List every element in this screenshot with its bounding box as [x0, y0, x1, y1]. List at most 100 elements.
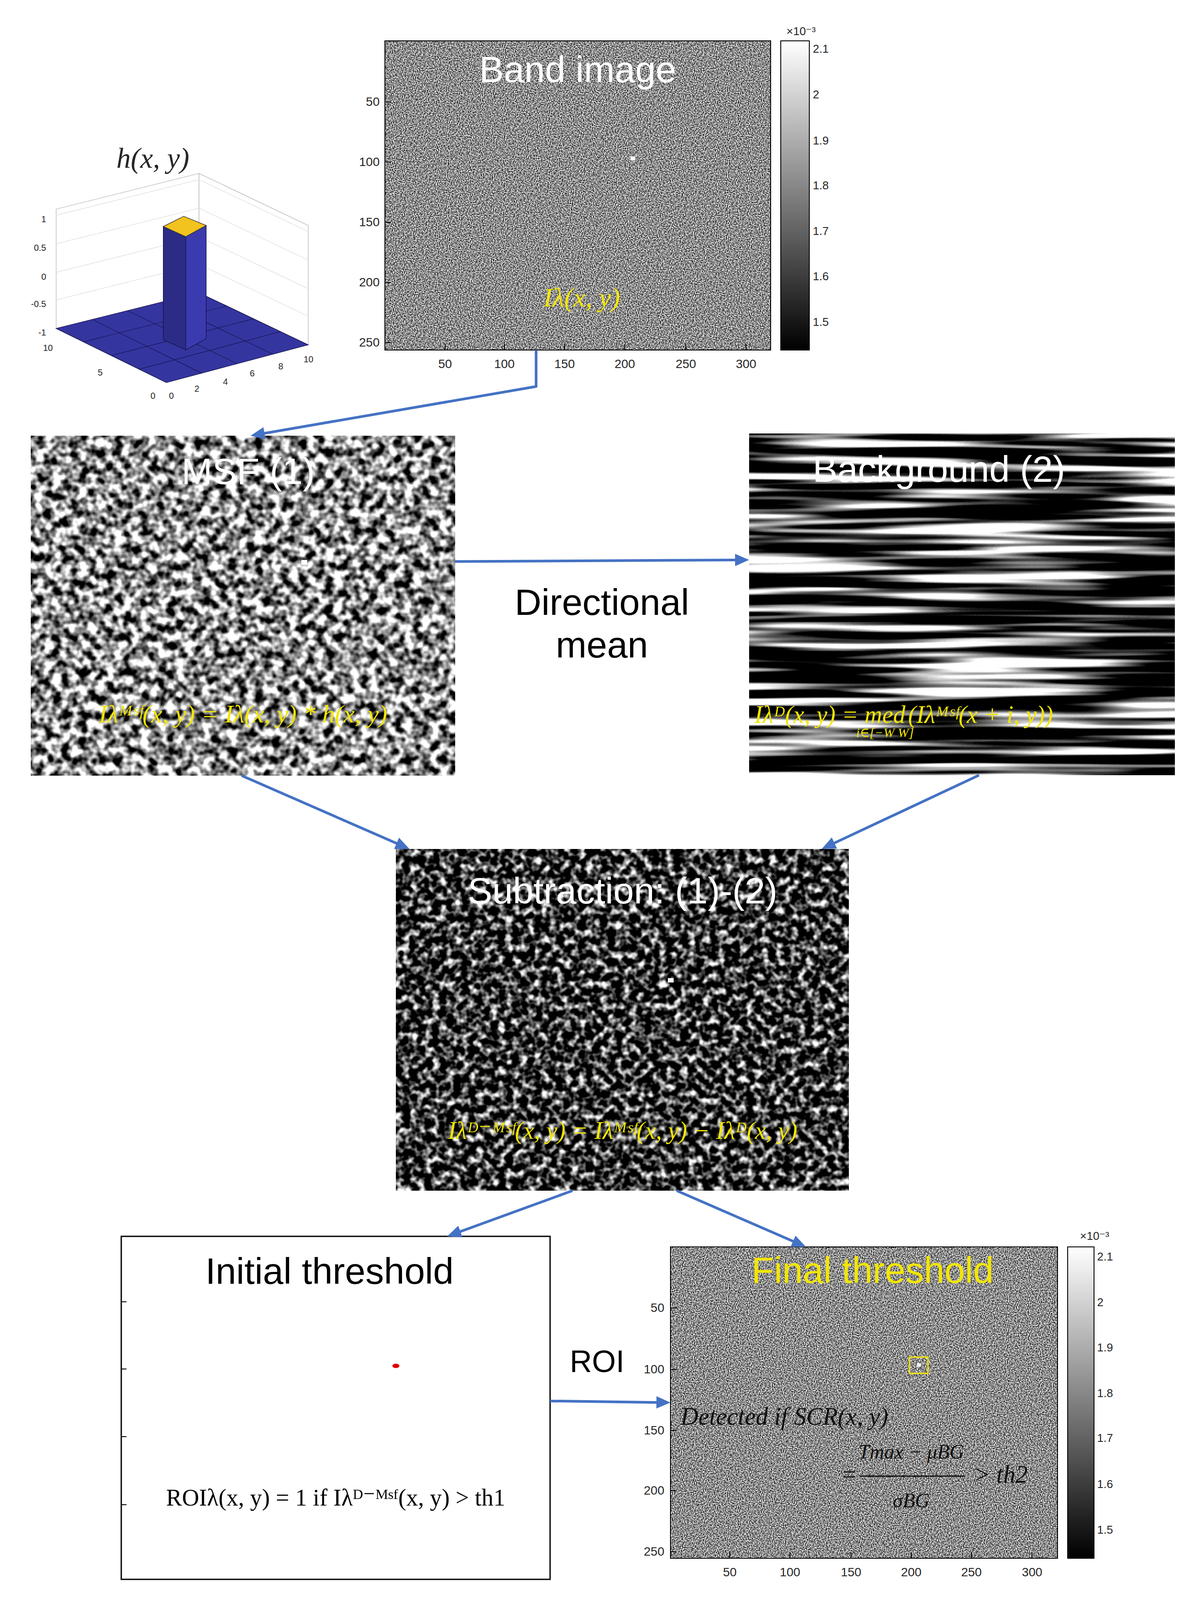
target-spot	[667, 978, 674, 983]
plot-title: h(x, y)	[116, 141, 190, 175]
axis-tick-label: 250	[675, 357, 697, 372]
formula-text: med	[864, 700, 906, 729]
edge-label: Directional mean	[478, 581, 725, 667]
panel-title: Band image	[479, 48, 677, 91]
axis-tick-label: 300	[1021, 1565, 1043, 1580]
tick-marks	[121, 1302, 127, 1506]
flow-arrow	[550, 1396, 671, 1410]
axis-tick-label: 2	[1097, 1296, 1104, 1310]
panel-title: Subtraction: (1)-(2)	[467, 869, 778, 913]
axis-tick-label: 1.7	[812, 224, 829, 239]
detection-box	[909, 1357, 928, 1374]
arrowhead	[447, 1226, 463, 1238]
axes-frame	[384, 40, 771, 351]
axis-tick-label: 100	[494, 357, 515, 372]
edge-label: ROI	[569, 1344, 625, 1381]
background-image	[749, 433, 1175, 776]
binary-image	[121, 1236, 551, 1580]
roi-dot	[392, 1364, 400, 1369]
arrowhead	[790, 1235, 806, 1248]
axis-tick-label: 1.8	[1097, 1387, 1113, 1401]
axis-tick-label: 1.7	[1097, 1432, 1113, 1446]
noise-image	[384, 40, 771, 351]
axis-tick-label: 2.1	[812, 42, 829, 56]
initial-threshold-image	[121, 1236, 551, 1580]
axis-tick-label: 2.1	[1097, 1250, 1113, 1265]
flow-arrow	[447, 1191, 573, 1238]
flow-arrow	[241, 775, 410, 850]
axis-tick-label: 6	[249, 368, 255, 379]
noise-image	[670, 1247, 1058, 1559]
msf-panel: MSF (1) Iλᴹˢᶠ(x, y) = Iλ(x, y) * h(x, y)	[30, 435, 456, 776]
band-image-plot	[384, 40, 810, 351]
band-image-panel: Band imageIλ(x, y)	[384, 40, 771, 351]
arrow-line	[262, 350, 537, 434]
axis-tick-label: 250	[643, 1545, 665, 1560]
colorbar	[1067, 1247, 1095, 1559]
axis-tick-label: 50	[438, 357, 452, 372]
axis-tick-label: 2	[812, 88, 819, 102]
arrow-line	[458, 1191, 573, 1233]
final-threshold-panel: Final thresholdDetected if SCR(x, y)=Tma…	[670, 1247, 1058, 1559]
flow-arrow	[821, 775, 979, 850]
formula-text: Iλᴰ(x, y) =	[754, 700, 859, 729]
kernel-peak	[163, 226, 186, 351]
axis-tick-label: 200	[614, 357, 636, 372]
axis-tick-label: 50	[722, 1565, 737, 1580]
axis-tick-label: 100	[779, 1565, 801, 1580]
axis-tick-label: 10	[43, 343, 53, 354]
axis-tick-label: 300	[735, 357, 757, 372]
axis-tick-label: 100	[358, 155, 380, 170]
kernel-surface-plot	[56, 173, 309, 383]
axis-tick-label: 1.9	[812, 134, 829, 148]
axis-tick-label: 10	[303, 354, 314, 365]
axis-tick-label: 0	[41, 271, 47, 283]
axis-tick-label: 1.5	[1097, 1524, 1113, 1538]
formula-text: (Iλᴹˢᶠ(x + i, y))	[908, 700, 1054, 729]
axis-tick-label: 1	[41, 214, 47, 225]
background-panel: Background (2)Iλᴰ(x, y) =med(Iλᴹˢᶠ(x + i…	[749, 433, 1175, 776]
formula-text: Iλ(x, y)	[543, 282, 621, 314]
kernel-peak	[185, 225, 207, 350]
axis-tick-label: 1.6	[1097, 1478, 1113, 1492]
axis-tick-label: 1.5	[812, 315, 829, 330]
axis-tick-label: ×10⁻³	[786, 25, 816, 39]
filtered-image	[30, 435, 456, 776]
panel-title: MSF (1)	[181, 450, 315, 493]
streak-image	[749, 433, 1175, 776]
axis-tick-label: 1.8	[812, 179, 829, 193]
formula-text: i∈[−W W]	[855, 725, 914, 741]
axis-tick-label: 100	[643, 1362, 665, 1377]
formula-text: Detected if SCR(x, y)	[680, 1402, 889, 1432]
subtraction-image	[395, 849, 849, 1192]
axis-tick-label: 0.5	[33, 242, 47, 254]
axis-tick-label: 8	[278, 361, 283, 372]
target-spot	[916, 1363, 921, 1368]
panel-title: Initial threshold	[205, 1250, 454, 1294]
axis-tick-label: 150	[554, 357, 576, 372]
arrow-line	[832, 775, 979, 845]
arrow-line	[676, 1191, 795, 1243]
colorbar	[780, 40, 810, 351]
arrowhead	[250, 427, 266, 440]
axis-tick-label: 50	[650, 1301, 665, 1316]
axis-tick-label: 1.6	[812, 270, 829, 284]
axis-tick-label: 0	[150, 391, 156, 402]
axis-tick-label: 150	[840, 1565, 862, 1580]
target-spot	[301, 560, 308, 566]
kernel-peak-top	[163, 216, 207, 237]
final-threshold-plot	[670, 1247, 1095, 1559]
tick-marks	[670, 1308, 1033, 1559]
axis-tick-label: 4	[222, 376, 228, 388]
formula-text: σBG	[892, 1489, 930, 1514]
axis-tick-label: 2	[194, 384, 200, 395]
arrowhead	[735, 554, 750, 567]
formula-text: Iλᴹˢᶠ(x, y) = Iλ(x, y) * h(x, y)	[98, 699, 388, 730]
target-spot	[630, 156, 636, 161]
arrowhead	[656, 1396, 671, 1410]
formula-text: > th2	[973, 1460, 1028, 1490]
axis-tick-label: 250	[961, 1565, 982, 1580]
arrowhead	[394, 837, 410, 850]
formula-text: =	[842, 1460, 857, 1490]
